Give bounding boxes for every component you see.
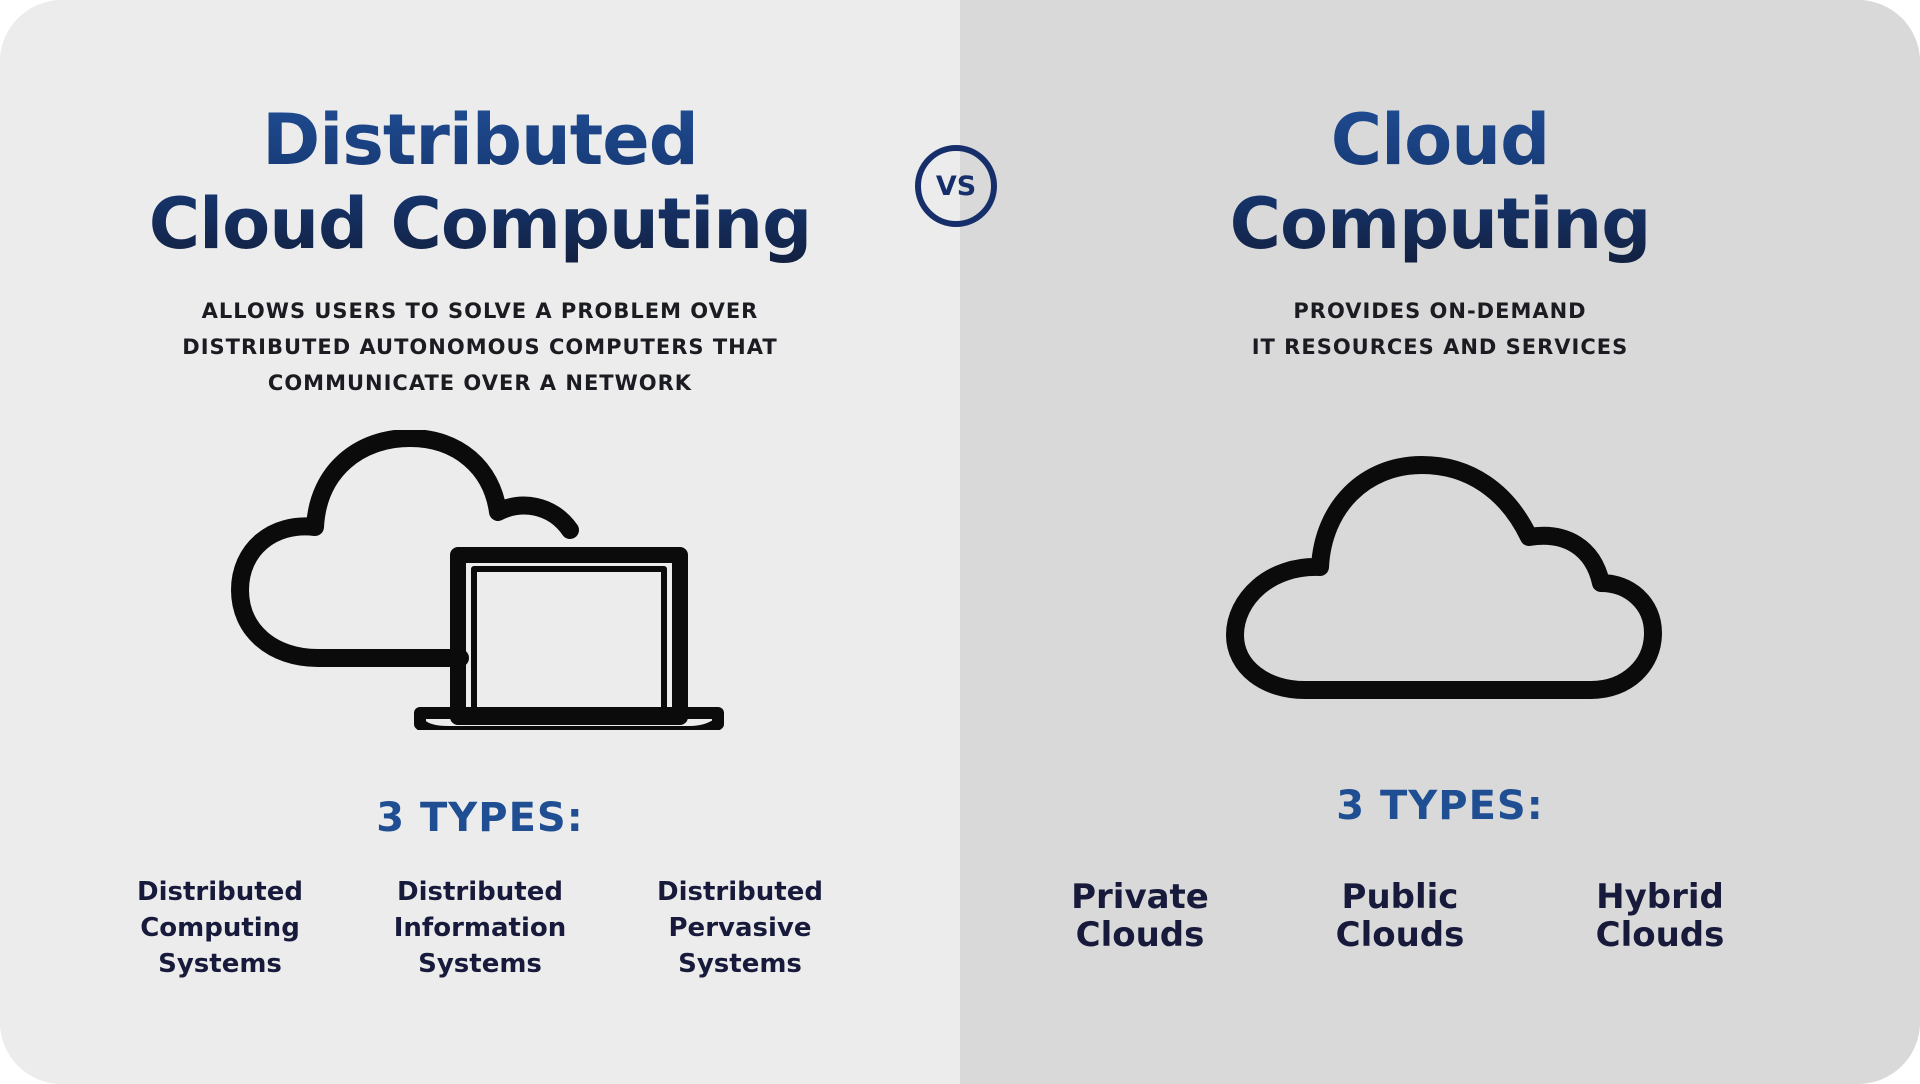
cloud-computing-description: PROVIDES ON-DEMAND IT RESOURCES AND SERV…	[960, 293, 1920, 365]
type-line: Private	[1071, 877, 1209, 917]
type-line: Pervasive	[668, 913, 812, 943]
vs-label: VS	[935, 170, 977, 202]
type-line: Information	[393, 913, 567, 943]
type-distributed-pervasive-systems: Distributed Pervasive Systems	[610, 874, 870, 982]
type-public-clouds: Public Clouds	[1270, 878, 1530, 954]
type-line: Systems	[158, 949, 282, 979]
type-line: Distributed	[397, 877, 563, 907]
cloud-computing-panel: Cloud Computing PROVIDES ON-DEMAND IT RE…	[960, 0, 1920, 1084]
cloud-icon	[1225, 455, 1675, 705]
description-line: PROVIDES ON-DEMAND	[1293, 299, 1587, 323]
title-line: Computing	[1229, 183, 1651, 265]
cloud-with-laptop-icon	[230, 429, 730, 738]
distributed-cloud-title: Distributed Cloud Computing	[0, 98, 960, 266]
type-line: Public	[1341, 877, 1459, 917]
title-line: Cloud	[1330, 99, 1550, 181]
title-line: Distributed	[262, 99, 698, 181]
type-line: Systems	[678, 949, 802, 979]
distributed-cloud-panel: Distributed Cloud Computing ALLOWS USERS…	[0, 0, 960, 1084]
type-private-clouds: Private Clouds	[1010, 878, 1270, 954]
type-line: Clouds	[1335, 915, 1465, 955]
type-line: Computing	[140, 913, 300, 943]
description-line: DISTRIBUTED AUTONOMOUS COMPUTERS THAT	[182, 335, 778, 359]
type-distributed-information-systems: Distributed Information Systems	[350, 874, 610, 982]
type-line: Clouds	[1075, 915, 1205, 955]
description-line: ALLOWS USERS TO SOLVE A PROBLEM OVER	[201, 299, 759, 323]
description-line: IT RESOURCES AND SERVICES	[1251, 335, 1629, 359]
type-line: Clouds	[1595, 915, 1725, 955]
type-line: Systems	[418, 949, 542, 979]
type-line: Distributed	[657, 877, 823, 907]
cloud-computing-title: Cloud Computing	[960, 98, 1920, 266]
type-line: Hybrid	[1596, 877, 1724, 917]
cloud-types-heading: 3 TYPES:	[1336, 783, 1544, 829]
vs-badge: VS	[915, 145, 997, 227]
distributed-cloud-description: ALLOWS USERS TO SOLVE A PROBLEM OVER DIS…	[0, 293, 960, 401]
distributed-types-heading: 3 TYPES:	[376, 795, 584, 841]
type-distributed-computing-systems: Distributed Computing Systems	[90, 874, 350, 982]
title-line: Cloud Computing	[148, 183, 812, 265]
type-line: Distributed	[137, 877, 303, 907]
description-line: COMMUNICATE OVER A NETWORK	[267, 371, 693, 395]
type-hybrid-clouds: Hybrid Clouds	[1530, 878, 1790, 954]
